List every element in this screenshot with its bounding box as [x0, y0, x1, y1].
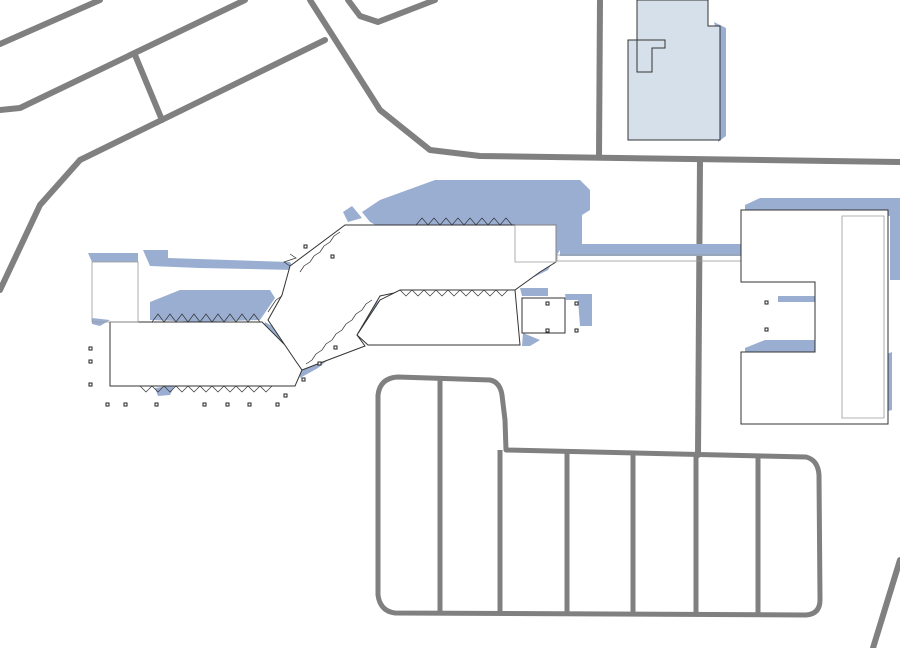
parking-lot-outline — [375, 374, 823, 618]
corridor[interactable] — [556, 244, 746, 262]
west-wing-annex — [91, 261, 139, 323]
central-block — [356, 289, 521, 346]
main-building-complex[interactable] — [88, 180, 592, 407]
west-wing — [109, 321, 303, 387]
east-building[interactable] — [740, 198, 900, 425]
road-spur — [132, 52, 165, 123]
east-annex — [521, 297, 566, 334]
road-north-vertical — [596, 0, 603, 159]
east-building-footprint — [740, 209, 889, 425]
east-column-marker-1 — [764, 300, 769, 305]
road-north-loop — [345, 0, 438, 25]
road-northwest-lower — [0, 37, 328, 293]
road-northwest-middle — [0, 0, 248, 113]
east-column-marker-2 — [764, 327, 769, 332]
road-southeast — [870, 557, 900, 648]
corridor-shadow — [560, 244, 745, 256]
main-building-outlines — [91, 224, 566, 387]
north-building-footprint — [627, 0, 721, 141]
road-diagonal-north — [307, 0, 900, 165]
central-block-inner — [514, 224, 557, 263]
parking-lot[interactable] — [375, 374, 823, 618]
road-center-vertical — [695, 157, 703, 458]
east-building-inner-wing — [841, 215, 885, 419]
road-northwest-upper — [0, 0, 103, 47]
north-building[interactable] — [627, 0, 726, 142]
column-markers — [88, 244, 579, 407]
facade-sawtooth — [139, 217, 513, 393]
